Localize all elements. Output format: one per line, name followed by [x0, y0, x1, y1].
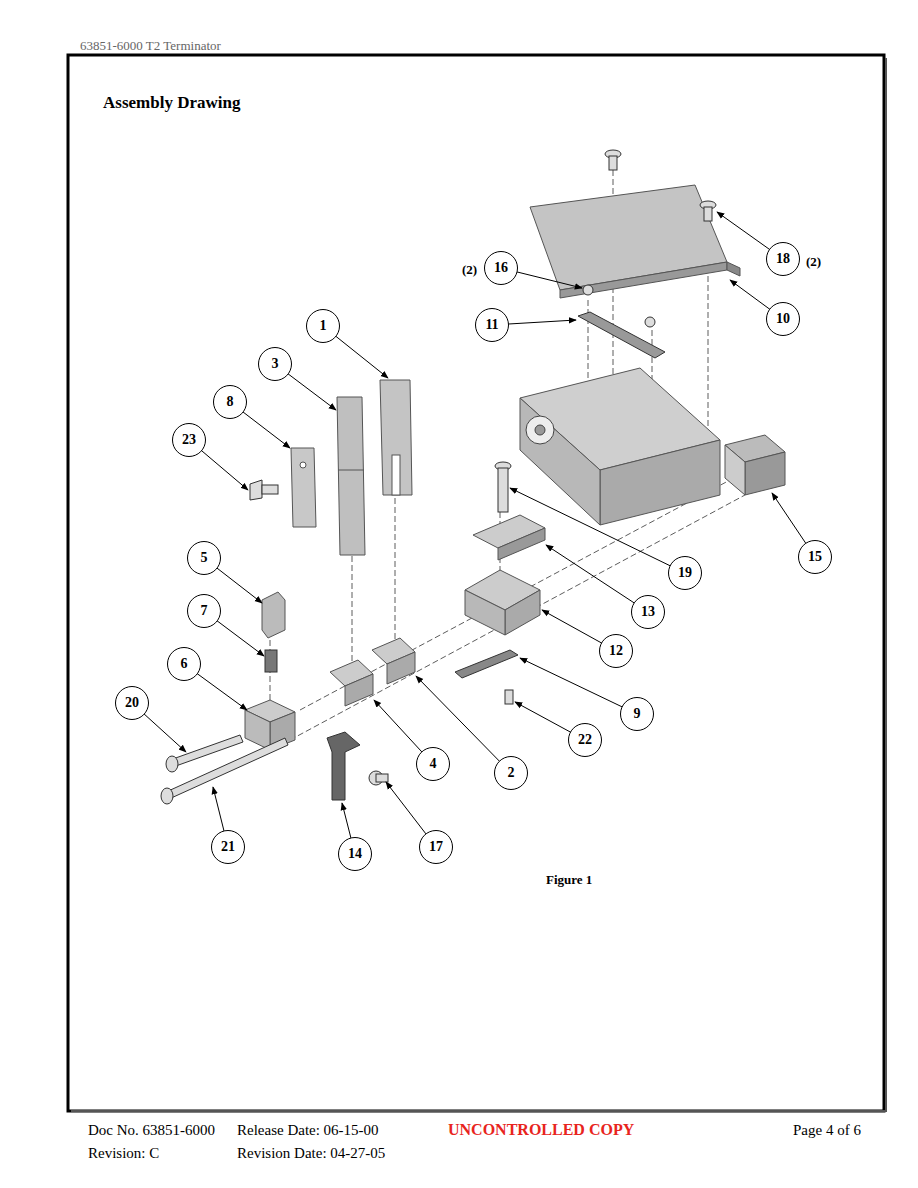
callout-text: 8: [227, 394, 234, 410]
callout-text: 20: [125, 695, 139, 711]
callout-number: 17: [419, 830, 453, 864]
footer-text: Revision Date: 04-27-05: [237, 1145, 385, 1162]
callout-number: 16: [484, 251, 518, 285]
callout-text: 16: [494, 260, 508, 276]
callout-number: 23: [172, 423, 206, 457]
callout-text: 7: [201, 603, 208, 619]
callout-number: 12: [599, 634, 633, 668]
quantity-note: (2): [462, 262, 477, 278]
callout-number: 13: [631, 595, 665, 629]
header-text: 63851-6000 T2 Terminator: [80, 38, 221, 54]
callout-number: 6: [167, 647, 201, 681]
callout-text: 17: [429, 839, 443, 855]
footer-text: Doc No. 63851-6000: [88, 1122, 215, 1139]
callout-number: 10: [766, 302, 800, 336]
callout-number: 18: [766, 242, 800, 276]
callout-number: 19: [668, 556, 702, 590]
callout-number: 11: [475, 308, 509, 342]
callout-text: 23: [182, 432, 196, 448]
footer-text: Page 4 of 6: [793, 1122, 861, 1139]
callout-text: 2: [508, 765, 515, 781]
quantity-note: (2): [806, 254, 821, 270]
callout-text: 4: [430, 756, 437, 772]
callout-number: 4: [416, 747, 450, 781]
callout-number: 3: [258, 347, 292, 381]
callout-number: 8: [213, 385, 247, 419]
callout-text: 21: [221, 839, 235, 855]
callout-number: 1: [306, 309, 340, 343]
footer-text: Release Date: 06-15-00: [237, 1122, 379, 1139]
callout-number: 20: [115, 686, 149, 720]
callout-text: 5: [201, 550, 208, 566]
drawing-title: Assembly Drawing: [103, 93, 240, 113]
callout-text: 13: [641, 604, 655, 620]
footer-text: Revision: C: [88, 1145, 159, 1162]
callout-number: 22: [568, 723, 602, 757]
callout-text: 22: [578, 732, 592, 748]
callout-text: 6: [181, 656, 188, 672]
callout-text: 18: [776, 251, 790, 267]
callout-text: 11: [485, 317, 498, 333]
callout-number: 9: [620, 697, 654, 731]
callout-text: 12: [609, 643, 623, 659]
callout-text: 10: [776, 311, 790, 327]
callout-text: 1: [320, 318, 327, 334]
callout-text: 3: [272, 356, 279, 372]
figure-caption: Figure 1: [546, 872, 592, 888]
callout-number: 14: [338, 837, 372, 871]
callout-number: 15: [798, 540, 832, 574]
callout-number: 2: [494, 756, 528, 790]
callout-number: 7: [187, 594, 221, 628]
callout-text: 15: [808, 549, 822, 565]
callout-number: 5: [187, 541, 221, 575]
callout-text: 14: [348, 846, 362, 862]
callout-text: 19: [678, 565, 692, 581]
callout-text: 9: [634, 706, 641, 722]
watermark: UNCONTROLLED COPY: [448, 1121, 634, 1139]
callout-number: 21: [211, 830, 245, 864]
